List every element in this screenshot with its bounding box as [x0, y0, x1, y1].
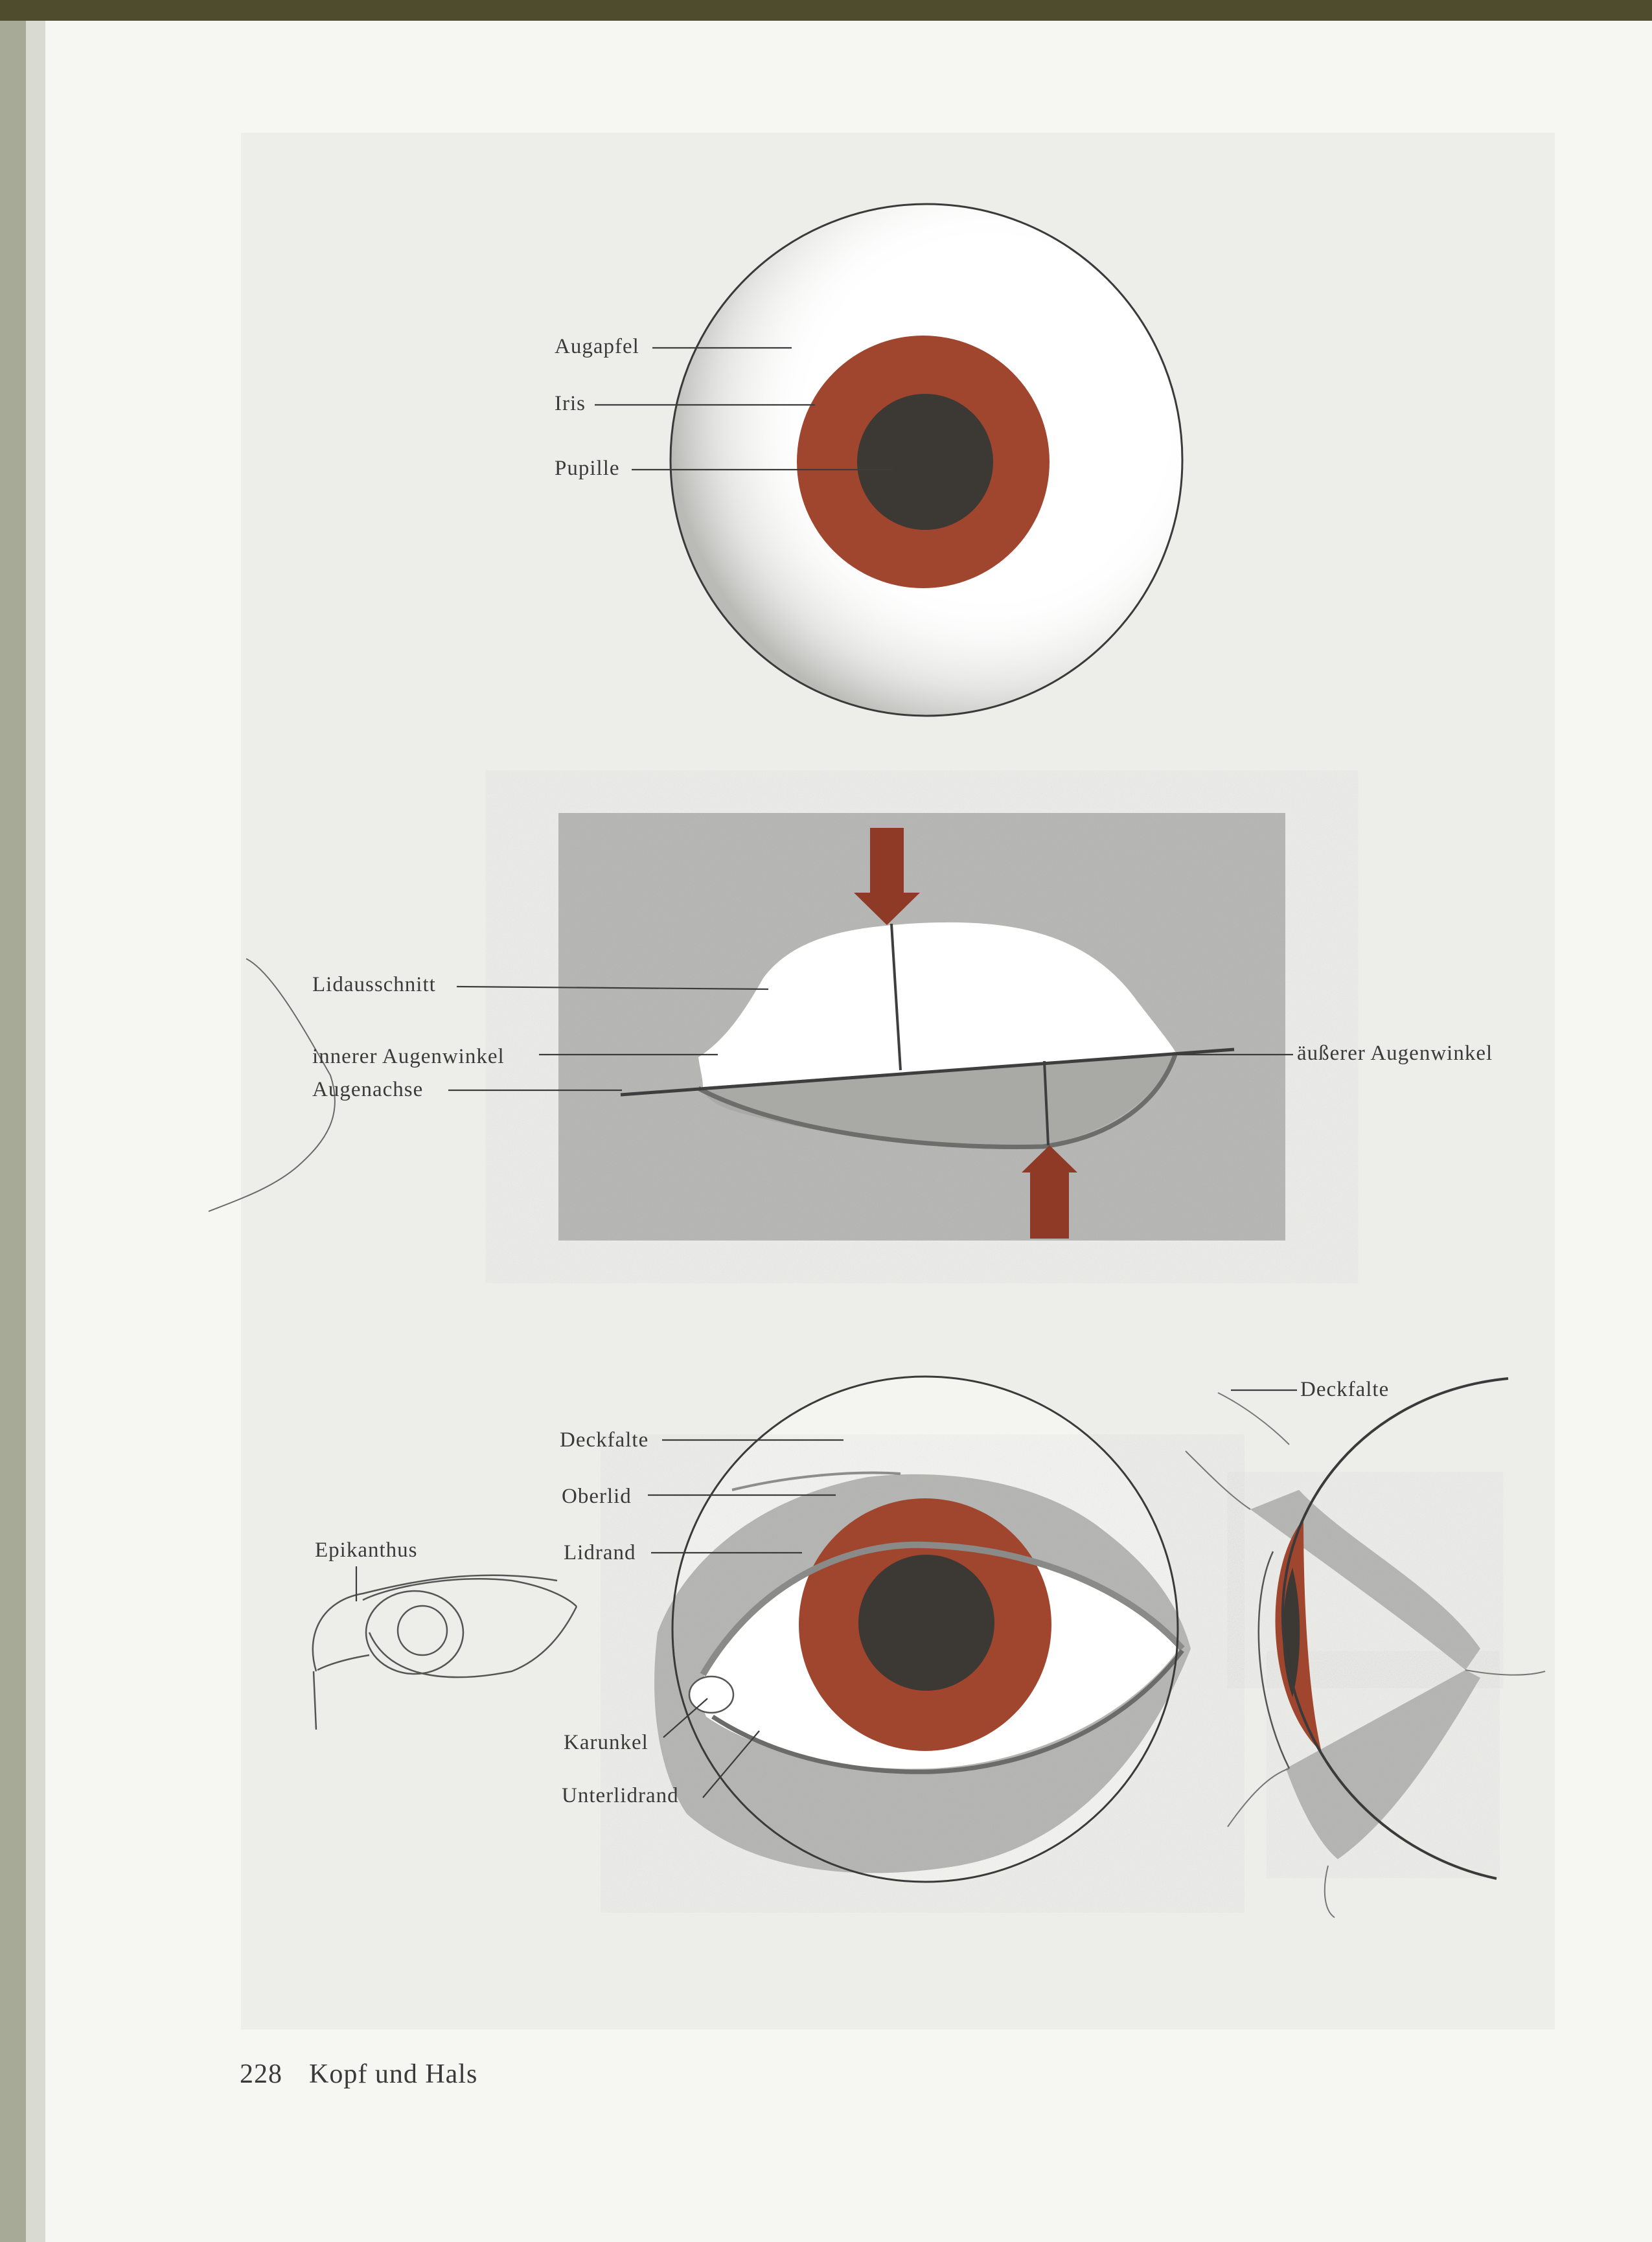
front-globe-outline	[671, 1375, 1179, 1883]
label-augenachse: Augenachse	[312, 1078, 423, 1101]
page-edge-inner	[26, 21, 45, 2242]
label-lidrand: Lidrand	[564, 1541, 636, 1564]
figure-eyeball: Augapfel Iris Pupille	[555, 203, 1184, 717]
side-lower-lid	[1286, 1670, 1480, 1859]
arrow-up	[1022, 1145, 1077, 1239]
lower-lid-line	[697, 1051, 1178, 1150]
label-aeusserer-augenwinkel: äußerer Augenwinkel	[1297, 1042, 1493, 1065]
chapter-title: Kopf und Hals	[309, 2059, 477, 2089]
side-eye-view	[1185, 1377, 1546, 1918]
epicanthus-sketch	[312, 1574, 578, 1730]
label-pupille: Pupille	[555, 457, 620, 480]
label-iris: Iris	[555, 392, 586, 415]
cover-fold-line	[731, 1471, 901, 1491]
upper-measure-line	[890, 923, 902, 1071]
front-pupil	[858, 1555, 994, 1691]
page-number: 228	[240, 2059, 282, 2089]
eye-opening-white	[698, 922, 1176, 1087]
side-globe-outline	[1281, 1377, 1509, 1880]
side-cheek-line	[1324, 1865, 1335, 1918]
leader-unterlidrand	[702, 1730, 760, 1798]
figure-eye-opening: Lidausschnitt innerer Augenwinkel Augena…	[208, 813, 1493, 1241]
side-upper-lid	[1250, 1490, 1480, 1670]
side-cornea-line	[1257, 1551, 1291, 1769]
label-deckfalte-side: Deckfalte	[1300, 1378, 1389, 1401]
label-epikanthus: Epikanthus	[315, 1539, 417, 1562]
lower-measure-line	[1043, 1060, 1050, 1146]
lower-lid-margin	[711, 1649, 1184, 1774]
pencil-sketch-line	[208, 958, 336, 1212]
caruncle	[688, 1675, 735, 1714]
binding-strip	[0, 0, 1652, 21]
lower-eye-area	[703, 1053, 1176, 1147]
inner-corner-bump	[703, 1055, 739, 1079]
label-innerer-augenwinkel: innerer Augenwinkel	[312, 1045, 505, 1068]
eye-axis-line	[620, 1047, 1235, 1097]
side-lower-lash	[1227, 1768, 1290, 1827]
side-brow-line	[1185, 1450, 1251, 1510]
leader-lidausschnitt	[456, 985, 769, 990]
label-deckfalte: Deckfalte	[560, 1428, 648, 1452]
label-oberlid: Oberlid	[562, 1485, 632, 1508]
side-upper-lash	[1465, 1669, 1546, 1676]
pupil	[857, 394, 993, 530]
side-lash-top	[1217, 1392, 1290, 1445]
label-lidausschnitt: Lidausschnitt	[312, 973, 436, 996]
front-eye-view	[654, 1375, 1191, 1883]
upper-lid-margin	[700, 1541, 1185, 1676]
figure-eyelids: Epikanthus Deckfalte Oberlid Lidrand Kar…	[312, 1375, 1546, 1918]
page-edge	[0, 21, 26, 2242]
label-augapfel: Augapfel	[555, 335, 639, 358]
label-unterlidrand: Unterlidrand	[562, 1784, 679, 1807]
leader-karunkel	[663, 1698, 708, 1738]
label-karunkel: Karunkel	[564, 1731, 648, 1754]
eyeball-outline	[669, 203, 1184, 717]
arrow-down	[854, 828, 920, 925]
